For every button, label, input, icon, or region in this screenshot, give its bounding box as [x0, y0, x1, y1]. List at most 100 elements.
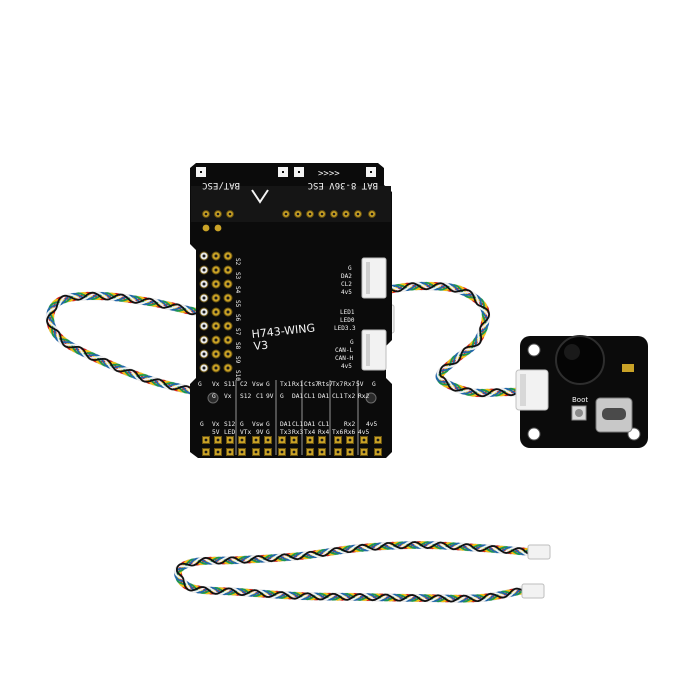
pin-label: C1 [256, 393, 264, 400]
pin-label: LED [224, 429, 235, 436]
pin-label: G [198, 381, 202, 388]
arrow-marks: >>>> [318, 169, 340, 179]
right-can-labels: G CAN-L CAN-H 4v5 [335, 339, 354, 370]
pin-label: CL1 [292, 421, 303, 428]
main-board-body [190, 163, 392, 458]
pin-label: 4v5 [366, 421, 377, 428]
pin-label: VTx [240, 429, 251, 436]
pin-label: DA1 [318, 393, 329, 400]
pin-label: Tx2 [344, 393, 355, 400]
left-servo-pads [199, 251, 233, 373]
pin-label: 4v5 [358, 429, 369, 436]
right-upper-labels: G DA2 CL2 4v5 [341, 265, 352, 296]
pin-label: Tx4 [304, 429, 315, 436]
servo-label-s7: S7 [234, 328, 241, 336]
pin-label: Rx2 [358, 393, 369, 400]
usb-buzzer-board: Boot [515, 335, 648, 448]
cable-strand [385, 281, 521, 397]
logo-mark [251, 189, 269, 204]
pin-label: G [280, 393, 284, 400]
board-version: V3 [253, 339, 269, 353]
cable-plug-bottom [521, 583, 545, 599]
cable-strand [46, 291, 199, 395]
servo-label-s10: S10 [234, 370, 241, 381]
label-g-1: G [348, 265, 352, 272]
pin-label: Rx2 [344, 421, 355, 428]
servo-label-s3: S3 [234, 272, 241, 280]
pin-label: G [266, 381, 270, 388]
label-4v5-1: 4v5 [341, 289, 352, 296]
i2c-connector [361, 257, 387, 299]
pin-label: Vsw [252, 421, 263, 428]
main-board: >>>> BAT/ESC BAT 8-36V ESC S2 S3 S4 S5 S… [190, 163, 392, 458]
pin-label: DA1 [292, 393, 303, 400]
label-g-2: G [350, 339, 354, 346]
pin-label: Vsw [252, 381, 263, 388]
usb-board-hole-tl [527, 343, 541, 357]
buzzer [555, 335, 605, 385]
servo-label-s4: S4 [234, 286, 241, 294]
upper-cable [45, 281, 525, 398]
pin-label: S12 [224, 421, 235, 428]
pin-label: Tx7 [332, 381, 343, 388]
left-servo-labels: S2 S3 S4 S5 S6 S7 S8 S9 S10 [234, 258, 241, 381]
label-da2: DA2 [341, 273, 352, 280]
pin-label: G [240, 421, 244, 428]
servo-label-s8: S8 [234, 342, 241, 350]
mount-hole-left [207, 392, 219, 404]
cable-strand [384, 281, 521, 398]
pin-label: Rx1 [292, 381, 303, 388]
pin-label: C2 [240, 381, 248, 388]
label-led1: LED1 [340, 309, 355, 316]
pin-label: Rx6 [344, 429, 355, 436]
servo-label-s2: S2 [234, 258, 241, 266]
pin-label: Rx7 [344, 381, 355, 388]
pin-label: S12 [240, 393, 251, 400]
lower-cable [173, 541, 551, 603]
pin-label: CL1 [332, 393, 343, 400]
cable-strand [46, 291, 199, 396]
pin-label: CL1 [304, 393, 315, 400]
pin-label: 9V [266, 393, 274, 400]
label-cl2: CL2 [341, 281, 352, 288]
pin-label: Vx [212, 421, 220, 428]
pin-label: Vx [224, 393, 232, 400]
servo-label-s5: S5 [234, 300, 241, 308]
cable-plug-top [527, 544, 551, 560]
pin-label: 5V [212, 429, 220, 436]
pin-label: Cts7 [304, 381, 319, 388]
pin-label: G [266, 429, 270, 436]
usb-board-hole-bl [527, 427, 541, 441]
cable-strand [175, 541, 532, 603]
pin-label: Rts7 [318, 381, 333, 388]
cable-strand [385, 281, 521, 397]
mount-hole-right [365, 392, 377, 404]
pin-label: DA1 [304, 421, 315, 428]
cable-strand [385, 281, 521, 397]
label-bat-esc: BAT/ESC [202, 180, 240, 190]
pin-label: Tx3 [280, 429, 291, 436]
pin-label: G [212, 393, 216, 400]
pin-label: Tx1 [280, 381, 291, 388]
pin-label: DA1 [280, 421, 291, 428]
pin-label: 9V [256, 429, 264, 436]
pin-label: G [200, 421, 204, 428]
pin-label: Vx [212, 381, 220, 388]
pin-label: G [372, 381, 376, 388]
pin-label: S11 [224, 381, 235, 388]
servo-label-s9: S9 [234, 356, 241, 364]
cable-strand [175, 541, 531, 603]
pin-label: 5V [356, 381, 364, 388]
pin-label: CL1 [318, 421, 329, 428]
label-led33: LED3.3 [334, 325, 356, 332]
can-connector [361, 329, 387, 371]
label-can-h: CAN-H [335, 355, 353, 362]
bottom-pad-grid [202, 436, 382, 456]
pin-label: Rx3 [292, 429, 303, 436]
